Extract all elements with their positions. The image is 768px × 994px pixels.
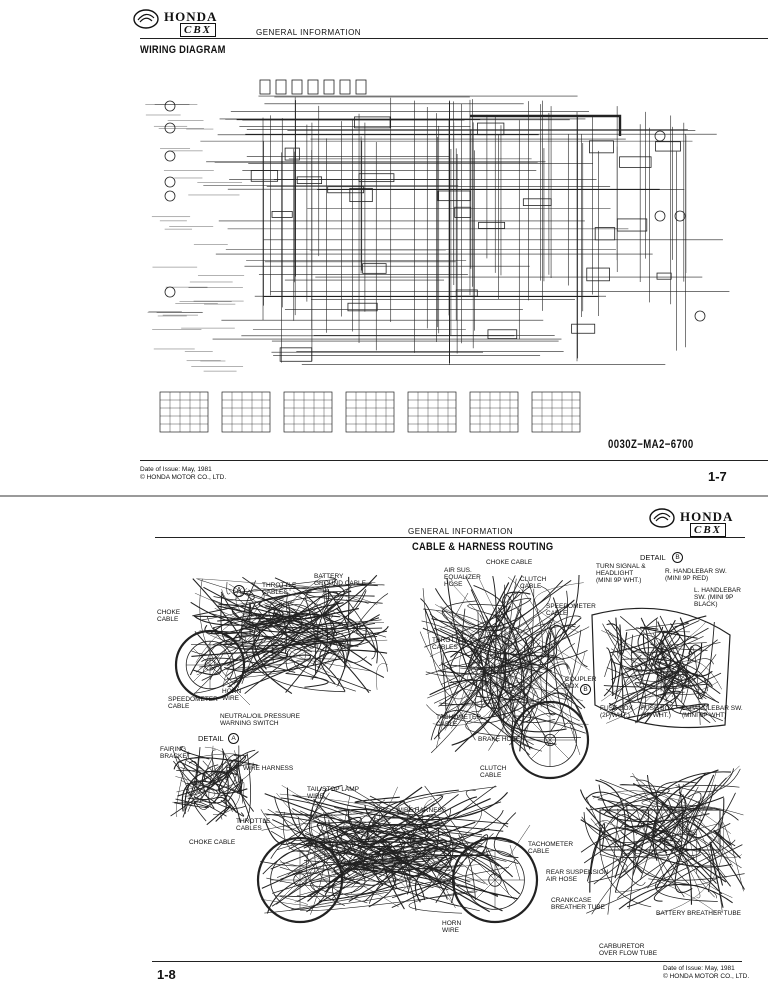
label-speedometer-cable-right: SPEEDOMETER CABLE <box>546 603 596 617</box>
label-crankcase-breather: CRANKCASE BREATHER TUBE <box>551 897 605 911</box>
label-clutch-cable: CLUTCH CABLE <box>520 576 547 590</box>
label-l-handlebar-sw-bottom: L. HANDLEBAR SW. (MINI 6P WHT) <box>682 705 743 719</box>
routing-illustrations <box>170 574 745 924</box>
label-l-handlebar-sw-top: L. HANDLEBAR SW. (MINI 9P BLACK) <box>694 587 741 608</box>
detail-a-title: DETAIL <box>198 734 224 743</box>
label-fairing-bracket: FAIRING BRACKET <box>160 746 191 760</box>
honda-wing-icon <box>649 508 675 528</box>
label-fuse-box-2: FUSE BOX (2P WHT.) <box>641 705 674 719</box>
footer-rule <box>152 961 742 962</box>
copyright: © HONDA MOTOR CO., LTD. <box>140 474 227 481</box>
label-neutral-oil-switch: NEUTRAL/OIL PRESSURE WARNING SWITCH <box>220 713 300 727</box>
section-header: GENERAL INFORMATION <box>408 527 514 536</box>
coupler-box-marker: B <box>580 684 591 695</box>
label-carburetor-overflow: CARBURETOR OVER FLOW TUBE <box>599 943 658 957</box>
page-number: 1-7 <box>708 469 727 484</box>
model-name: CBX <box>690 523 727 537</box>
label-speedometer-cable: SPEEDOMETER CABLE <box>168 696 218 710</box>
model-name: CBX <box>180 23 217 37</box>
label-horn-wire-lower: HORN WIRE <box>442 920 462 934</box>
page-divider <box>0 495 768 497</box>
label-battery-breather: BATTERY BREATHER TUBE <box>656 910 742 917</box>
detail-b-marker: B <box>672 552 683 563</box>
brand-name: HONDA <box>164 9 218 24</box>
detail-b-title: DETAIL <box>640 553 666 562</box>
honda-logo <box>648 507 676 534</box>
label-turn-signal-headlight: TURN SIGNAL & HEADLIGHT (MINI 9P WHT.) <box>596 563 646 584</box>
label-air-sus-hose: AIR SUS. EQUALIZER HOSE <box>444 567 481 588</box>
label-tachometer-cable-lower: TACHOMETER CABLE <box>528 841 574 855</box>
label-rear-suspension-hose: REAR SUSPENSION AIR HOSE <box>546 869 609 883</box>
issue-date: Date of Issue: May, 1981 <box>663 965 735 972</box>
label-battery-ground-cable: BATTERY GROUND CABLE <box>314 573 367 587</box>
detail-a-marker: A <box>233 585 245 597</box>
label-coupler-box: COUPLER BOX <box>565 676 597 690</box>
honda-logo <box>132 8 160 30</box>
label-clutch-cable-lower: CLUTCH CABLE <box>480 765 507 779</box>
detail-a-circle: A <box>228 733 239 744</box>
label-throttle-cables-lower: THROTTLE CABLES <box>236 818 271 832</box>
label-throttle-cables: THROTTLE CABLES <box>262 582 297 596</box>
label-wire-harness-top: WIRE HARNESS <box>243 765 294 772</box>
header-rule <box>155 537 745 538</box>
label-fuse-box-1: FUSE BOX (2P WHT.) <box>600 705 633 719</box>
label-brake-hose: BRAKE HOSE <box>478 736 521 743</box>
wiring-diagram-drawing <box>145 79 730 433</box>
brand-name: HONDA <box>680 509 734 524</box>
label-choke-cable-top: CHOKE CABLE <box>486 559 533 566</box>
page-number: 1-8 <box>157 967 176 982</box>
label-tail-stop-lamp-wire: TAIL/STOP LAMP WIRE <box>307 786 360 800</box>
page-title: CABLE & HARNESS ROUTING <box>412 541 554 553</box>
issue-date: Date of Issue: May, 1981 <box>140 466 212 473</box>
honda-wing-icon <box>133 9 159 29</box>
label-horn-wire: HORN WIRE <box>222 688 242 702</box>
copyright: © HONDA MOTOR CO., LTD. <box>663 973 750 980</box>
footer-rule <box>140 460 768 461</box>
page-cable-routing: HONDA CBX GENERAL INFORMATION CABLE & HA… <box>0 497 768 994</box>
section-header: GENERAL INFORMATION <box>256 28 362 37</box>
page-title: WIRING DIAGRAM <box>140 44 226 56</box>
label-wire-harness-mid: WIRE HARNESS <box>396 807 447 814</box>
part-number: 0030Z−MA2−6700 <box>608 437 694 451</box>
label-choke-cable-lower: CHOKE CABLE <box>189 839 236 846</box>
label-throttle-cables-center: THROTTLE CABLES <box>432 637 467 651</box>
label-choke-cable: CHOKE CABLE <box>157 609 181 623</box>
label-tachometer-cable: TACHOMETER CABLE <box>436 714 482 728</box>
label-r-handlebar-sw: R. HANDLEBAR SW. (MINI 9P RED) <box>665 568 727 582</box>
header-rule <box>140 38 768 39</box>
page-wiring-diagram: HONDA CBX GENERAL INFORMATION WIRING DIA… <box>0 0 768 495</box>
